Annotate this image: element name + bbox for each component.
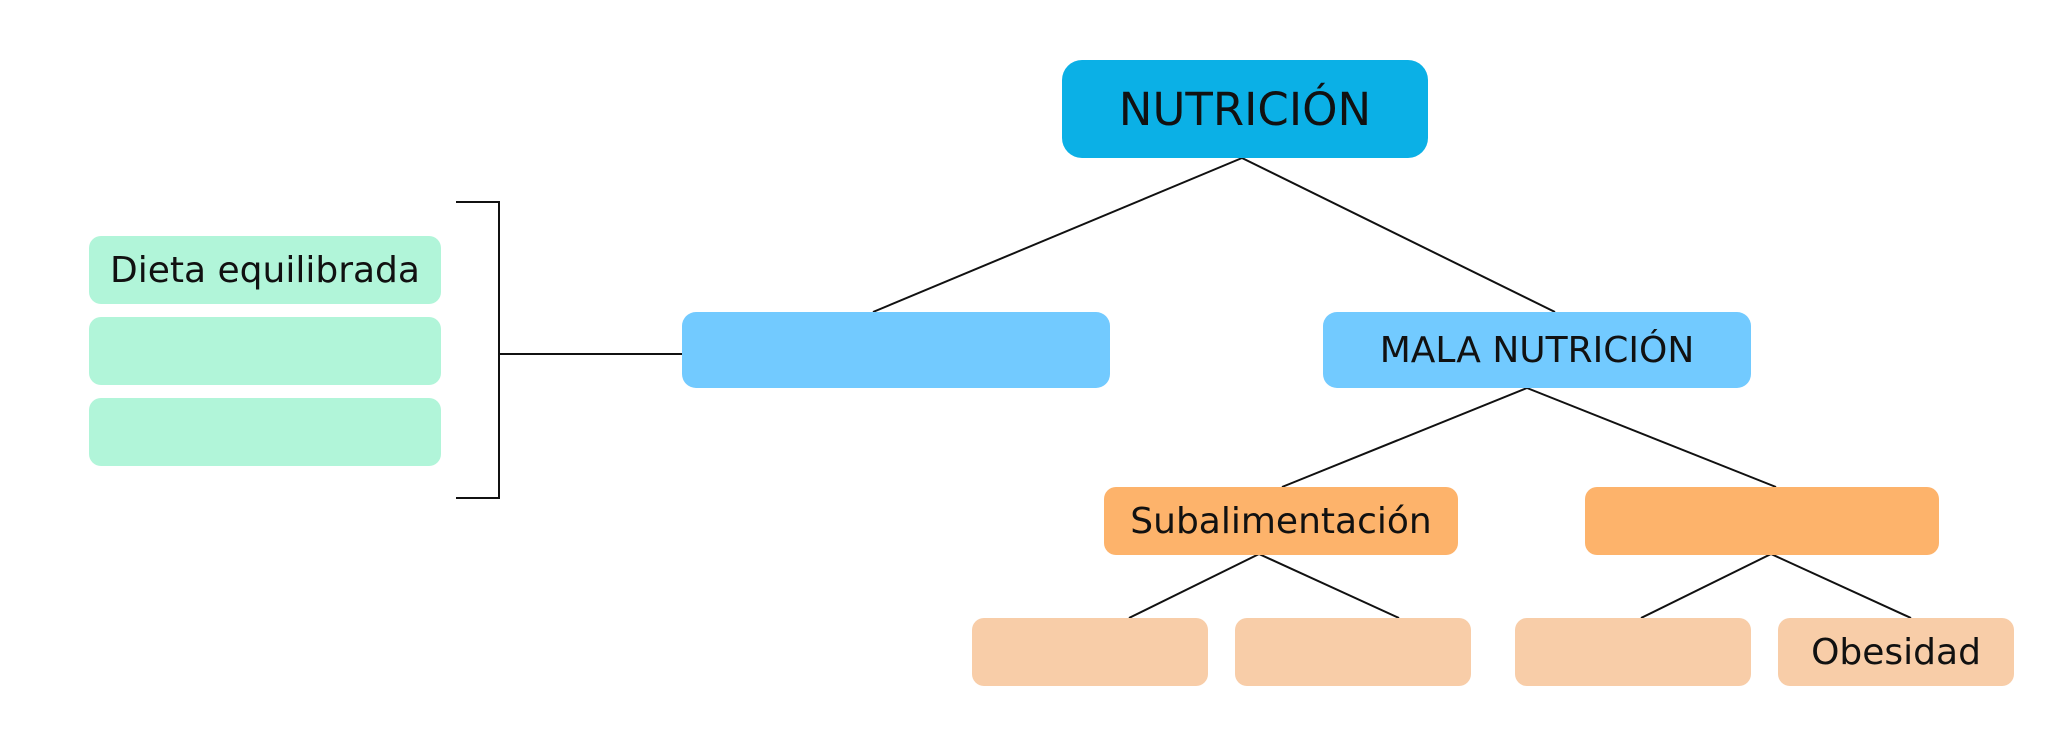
side-list-item-2 [89,317,441,385]
connector-sub-leaf-2 [1258,553,1400,619]
side-list-bracket [456,201,500,499]
connector-sub-leaf-1 [1128,553,1260,619]
leaf-node-2 [1235,618,1471,686]
mala-nutricion-node: MALA NUTRICIÓN [1323,312,1751,388]
subalimentacion-node: Subalimentación [1104,487,1458,555]
leaf-node-3 [1515,618,1751,686]
mala-child-node-2 [1585,487,1939,555]
connector-right-leaf-4 [1770,553,1912,619]
connector-mala-right [1526,387,1777,488]
dieta-equilibrada-node: Dieta equilibrada [89,236,441,304]
leaf-node-1 [972,618,1208,686]
connector-mala-subalimentacion [1281,387,1528,488]
obesidad-node: Obesidad [1778,618,2014,686]
side-list-item-3 [89,398,441,466]
connector-root-left [872,157,1243,313]
connector-root-right [1241,157,1556,313]
root-node: NUTRICIÓN [1062,60,1428,158]
left-branch-node [682,312,1110,388]
connector-right-leaf-3 [1640,553,1772,619]
